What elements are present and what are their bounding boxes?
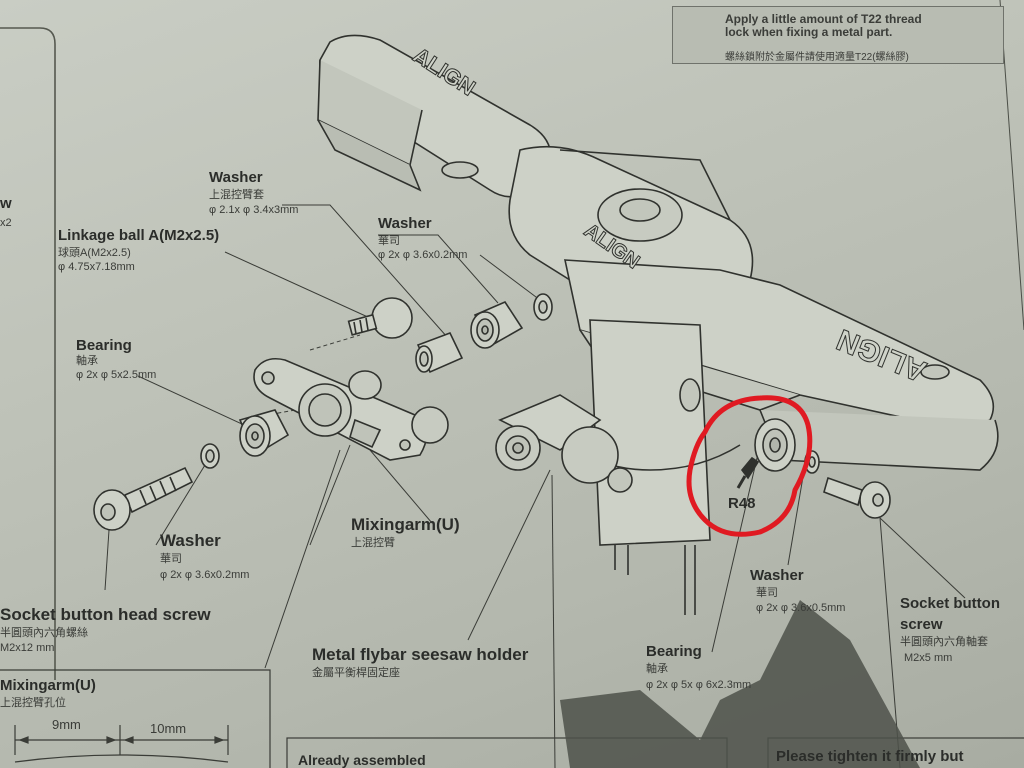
bearing-right-part [736, 418, 796, 489]
washer-right-cn: 華司 [756, 587, 778, 599]
flybar-arm [495, 394, 633, 493]
page-edge [999, 0, 1024, 331]
bearing-left-spec: φ 2x φ 5x2.5mm [76, 369, 157, 381]
socket-screw-right-label: Socket button [900, 595, 1000, 612]
washer-left-part [200, 443, 220, 469]
washer-mid-part [533, 293, 553, 321]
bearing-top-part [470, 300, 524, 349]
mixingarm-cn: 上混控臂 [351, 537, 395, 549]
bearing-left-label: Bearing [76, 337, 132, 354]
note-cn: 螺絲鎖附於金屬件請使用適量T22(螺絲膠) [725, 52, 909, 63]
inset-dim-10mm: 10mm [150, 721, 187, 736]
socket-screw-left-label: Socket button head screw [0, 605, 211, 624]
linkage-ball-label: Linkage ball A(M2x2.5) [58, 227, 220, 244]
linkage-ball-spec: φ 4.75x7.18mm [58, 261, 135, 273]
highlight-circle [686, 395, 813, 537]
flybar-holder-cn: 金屬平衡桿固定座 [312, 667, 400, 679]
linkage-ball-cn: 球頭A(M2x2.5) [58, 247, 131, 259]
socket-screw-left-cn: 半圓頭內六角螺絲 [0, 627, 88, 639]
washer-mid-spec: φ 2x φ 3.6x0.2mm [378, 249, 468, 261]
washer-left-label: Washer [160, 531, 221, 550]
mixingarm-label: Mixingarm(U) [351, 515, 460, 534]
washer-left-cn: 華司 [160, 553, 182, 565]
screw-left-part [93, 466, 194, 531]
blade-grip-top [317, 34, 552, 198]
washer-mid-label: Washer [378, 215, 432, 232]
linkage-ball-part [347, 297, 413, 339]
inset-dim-9mm: 9mm [52, 717, 81, 732]
r48-label: R48 [728, 495, 756, 512]
thread-lock-note: Apply a little amount of T22 thread lock… [672, 6, 1004, 64]
mixingarm-part [253, 357, 449, 461]
bearing-right-label: Bearing [646, 643, 702, 660]
left-edge-x2: x2 [0, 217, 12, 229]
socket-screw-right-spec: M2x5 mm [904, 652, 953, 664]
washer-top-label: Washer [209, 169, 263, 186]
note-line2: lock when fixing a metal part. [725, 25, 893, 39]
bearing-left-part [238, 409, 290, 457]
screw-right-part [823, 476, 891, 519]
bearing-right-spec: φ 2x φ 5x φ 6x2.3mm [646, 679, 752, 691]
socket-screw-left-spec: M2x12 mm [0, 642, 55, 654]
socket-screw-right-cn: 半圓頭內六角軸套 [900, 636, 988, 648]
camera-shadow [560, 600, 920, 768]
washer-right-label: Washer [750, 567, 804, 584]
washer-left-spec: φ 2x φ 3.6x0.2mm [160, 569, 250, 581]
washer-mid-cn: 華司 [378, 235, 400, 247]
washer-sleeve-part [415, 331, 464, 374]
already-assembled-label: Already assembled [298, 752, 426, 768]
inset-box [0, 669, 271, 768]
bearing-right-cn: 軸承 [646, 663, 668, 675]
socket-screw-right-label2: screw [900, 616, 943, 633]
bearing-left-cn: 軸承 [76, 355, 98, 367]
washer-top-cn: 上混控臂套 [209, 189, 264, 201]
inset-title: Mixingarm(U) [0, 677, 96, 694]
left-panel-border [0, 27, 56, 680]
flybar-holder-label: Metal flybar seesaw holder [312, 645, 529, 664]
tighten-label: Please tighten it firmly but [776, 748, 964, 765]
washer-top-spec: φ 2.1x φ 3.4x3mm [209, 204, 299, 216]
inset-cn: 上混控臂孔位 [0, 697, 66, 709]
note-text: Apply a little amount of T22 thread lock… [725, 13, 922, 39]
washer-right-spec: φ 2x φ 3.6x0.5mm [756, 602, 846, 614]
left-edge-w: w [0, 195, 12, 212]
note-line1: Apply a little amount of T22 thread [725, 12, 922, 26]
